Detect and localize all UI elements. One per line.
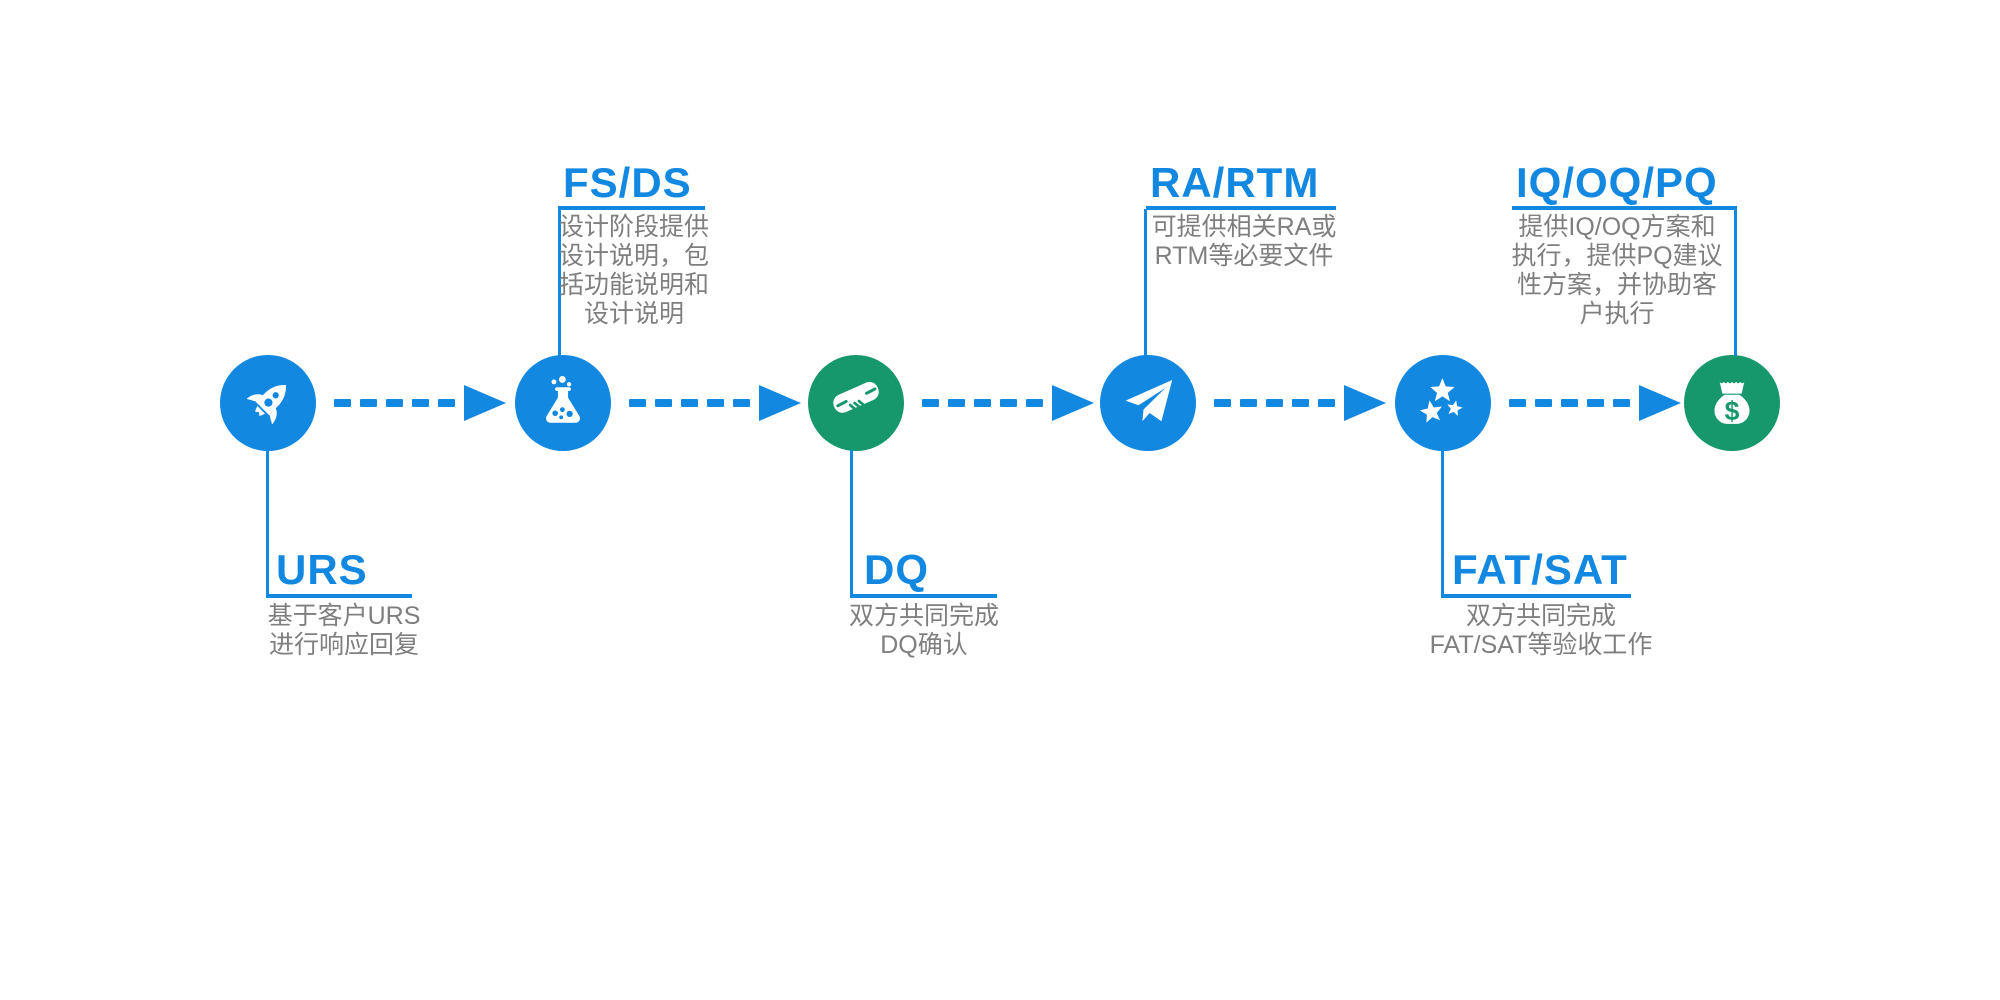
arrow-head-icon xyxy=(464,385,506,421)
arrow-dash xyxy=(733,399,750,407)
milestone-circle-urs xyxy=(220,355,316,451)
arrow-dash xyxy=(1318,399,1335,407)
arrow-head-icon xyxy=(1344,385,1386,421)
arrow-dash xyxy=(360,399,377,407)
title-underline xyxy=(266,594,412,598)
arrow-dash xyxy=(334,399,351,407)
milestone-desc-urs: 基于客户URS 进行响应回复 xyxy=(267,602,421,659)
arrow-dash xyxy=(922,399,939,407)
arrow-dash xyxy=(438,399,455,407)
arrow-dash xyxy=(1214,399,1231,407)
title-underline xyxy=(1146,206,1336,210)
stars-icon xyxy=(1419,378,1463,423)
milestone-title-dq: DQ xyxy=(864,546,929,593)
title-underline xyxy=(558,206,705,210)
arrow-dash xyxy=(655,399,672,407)
paper-plane-icon xyxy=(1125,380,1173,422)
flow-arrow xyxy=(1214,385,1386,421)
arrow-dash xyxy=(1292,399,1309,407)
title-underline xyxy=(1512,206,1737,210)
arrow-dash xyxy=(1613,399,1630,407)
arrow-dash xyxy=(1587,399,1604,407)
milestone-title-iqoqpq: IQ/OQ/PQ xyxy=(1516,159,1718,206)
arrow-dash xyxy=(1509,399,1526,407)
arrow-dash xyxy=(386,399,403,407)
milestone-title-fatsat: FAT/SAT xyxy=(1452,546,1628,593)
milestone-desc-fsds: 设计阶段提供 设计说明，包 括功能说明和 设计说明 xyxy=(558,213,709,328)
flask-icon xyxy=(546,376,580,423)
milestone-desc-dq: 双方共同完成 DQ确认 xyxy=(848,602,999,659)
title-underline xyxy=(850,594,997,598)
milestone-circle-fsds xyxy=(515,355,611,451)
milestone-desc-iqoqpq: 提供IQ/OQ方案和 执行，提供PQ建议 性方案，并协助客 户执行 xyxy=(1511,213,1723,328)
milestone-desc-fatsat: 双方共同完成 FAT/SAT等验收工作 xyxy=(1429,602,1653,659)
money-bag-icon: $ xyxy=(1714,381,1750,426)
svg-text:$: $ xyxy=(1725,396,1740,426)
connector-line xyxy=(266,450,269,597)
milestone-desc-rartm: 可提供相关RA或 RTM等必要文件 xyxy=(1151,213,1337,270)
arrow-dash xyxy=(974,399,991,407)
arrow-dash xyxy=(412,399,429,407)
title-underline xyxy=(1441,594,1631,598)
flow-arrow xyxy=(922,385,1094,421)
arrow-dash xyxy=(1535,399,1552,407)
milestone-title-urs: URS xyxy=(276,546,368,593)
arrow-dash xyxy=(1266,399,1283,407)
arrow-dash xyxy=(1026,399,1043,407)
arrow-dash xyxy=(681,399,698,407)
arrow-dash xyxy=(1561,399,1578,407)
handshake-icon xyxy=(833,381,879,413)
arrow-head-icon xyxy=(1639,385,1681,421)
flow-arrow xyxy=(334,385,506,421)
milestone-title-fsds: FS/DS xyxy=(563,159,692,206)
flow-arrow xyxy=(1509,385,1681,421)
connector-line xyxy=(1144,209,1147,356)
milestone-title-rartm: RA/RTM xyxy=(1150,159,1320,206)
milestone-circle-rartm xyxy=(1100,355,1196,451)
arrow-dash xyxy=(629,399,646,407)
arrow-dash xyxy=(1000,399,1017,407)
connector-line xyxy=(1441,450,1444,597)
arrow-dash xyxy=(948,399,965,407)
arrow-head-icon xyxy=(1052,385,1094,421)
flow-arrow xyxy=(629,385,801,421)
connector-line xyxy=(558,209,561,356)
arrow-dash xyxy=(707,399,724,407)
arrow-dash xyxy=(1240,399,1257,407)
connector-line xyxy=(1734,209,1737,356)
arrow-head-icon xyxy=(759,385,801,421)
milestone-circle-dq xyxy=(808,355,904,451)
milestone-circle-fatsat xyxy=(1395,355,1491,451)
milestone-circle-iqoqpq: $ xyxy=(1684,355,1780,451)
connector-line xyxy=(850,450,853,597)
rocket-icon xyxy=(246,385,286,425)
